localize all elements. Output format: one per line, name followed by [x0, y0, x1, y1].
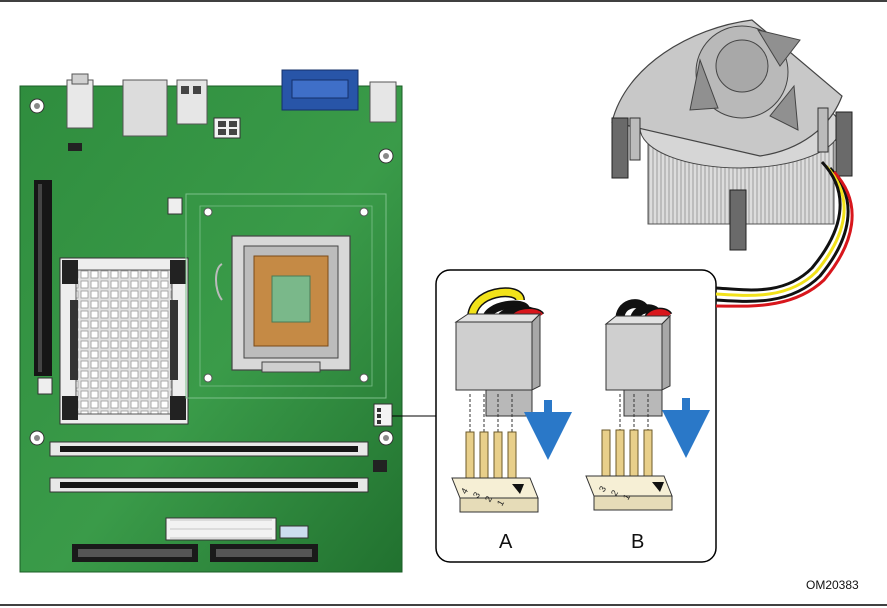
pcie-slot — [34, 180, 52, 394]
motherboard — [20, 70, 402, 572]
push-pin — [730, 190, 746, 250]
panel-a-label: A — [499, 531, 512, 554]
cpu-socket — [216, 236, 350, 372]
chipset-heatsink — [60, 258, 188, 424]
fan-connector-callout — [436, 270, 716, 562]
drive-connectors — [72, 544, 318, 562]
push-pin — [836, 112, 852, 176]
figure-id: OM20383 — [806, 578, 859, 592]
cpu-cooler — [612, 20, 852, 250]
aux-power-connector — [214, 118, 240, 138]
fan-header-small — [168, 198, 182, 214]
jumper — [68, 143, 82, 151]
push-pin — [612, 118, 628, 178]
battery-header — [373, 460, 387, 472]
cpu-fan-header — [374, 404, 392, 426]
panel-b-label: B — [631, 531, 644, 554]
